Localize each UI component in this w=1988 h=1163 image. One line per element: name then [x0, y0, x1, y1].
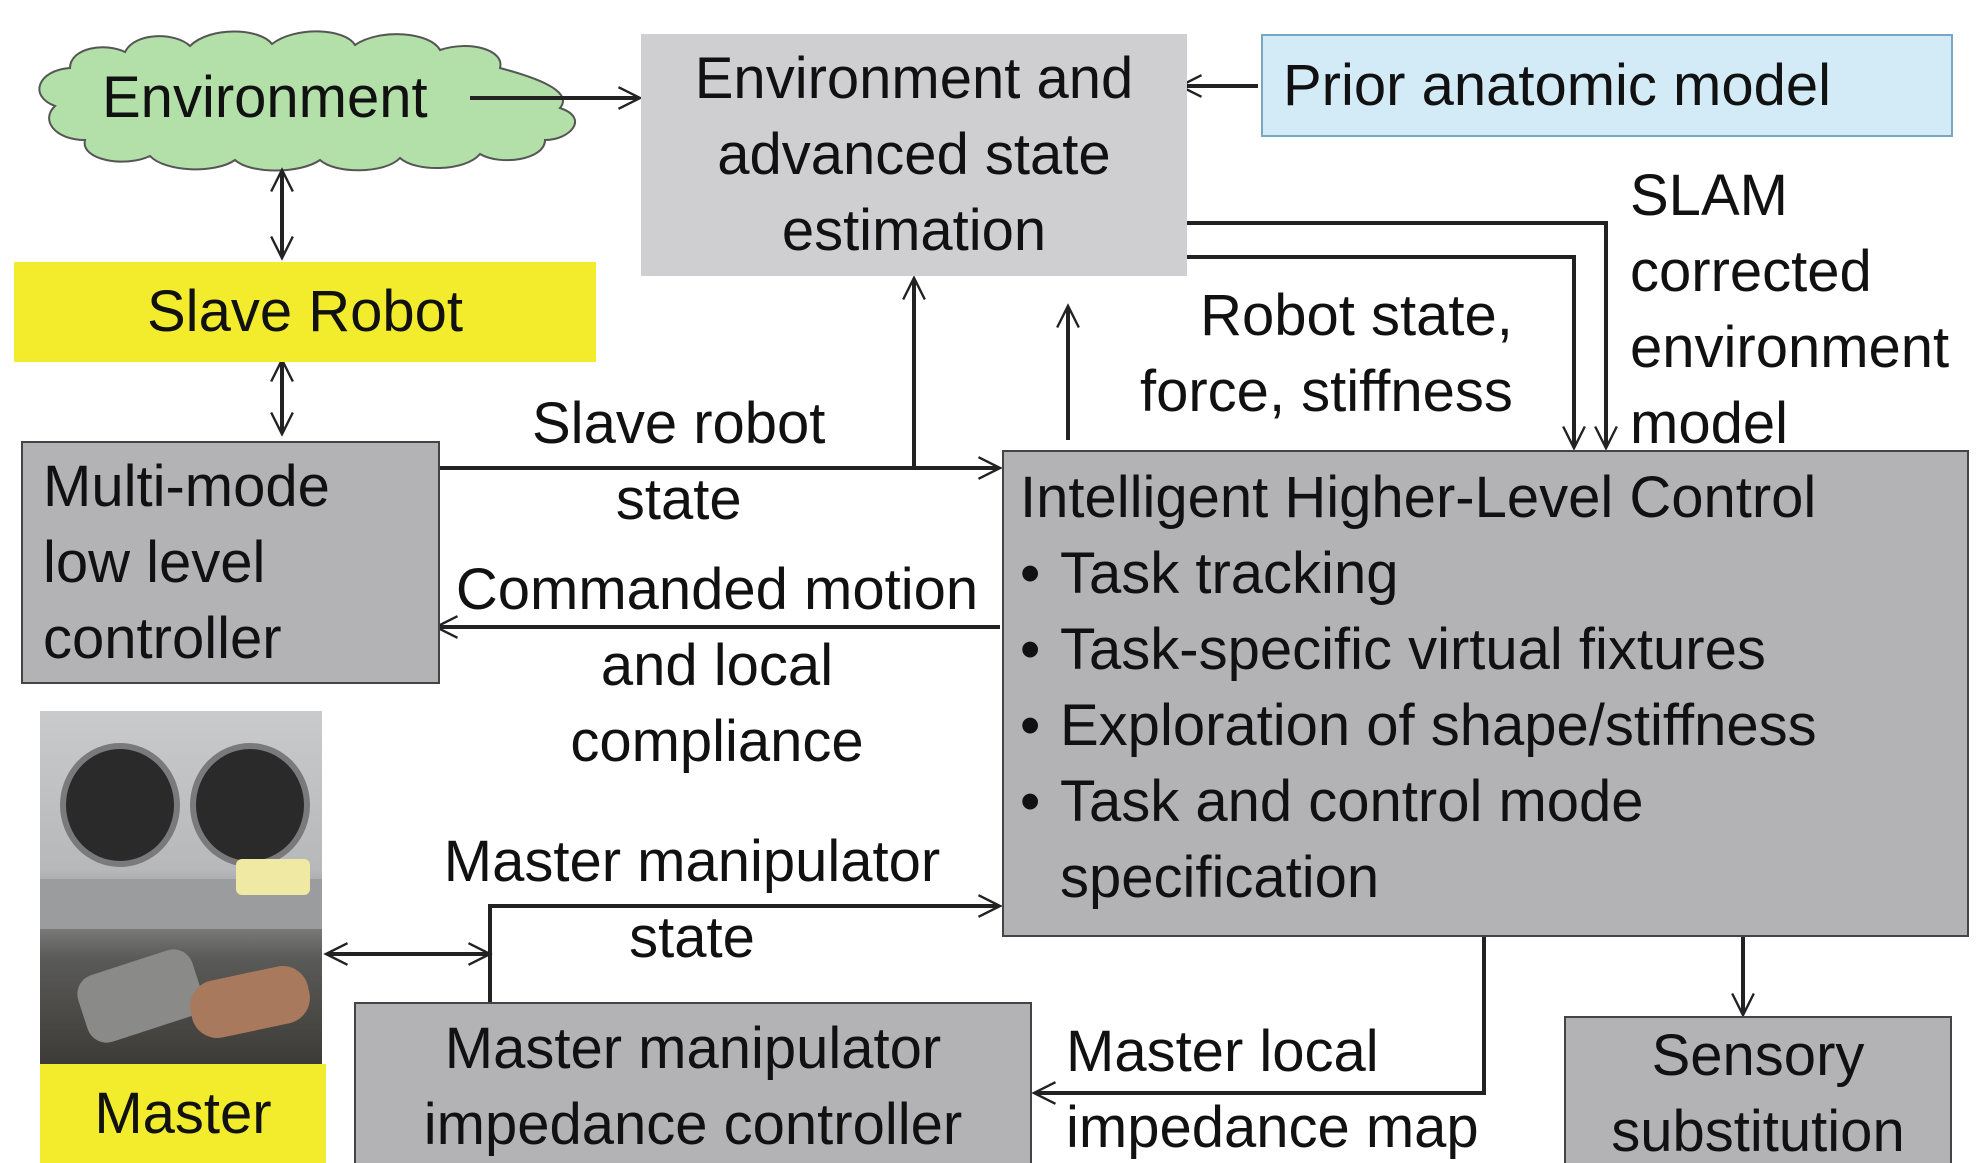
edge-label-line: impedance map [1066, 1095, 1479, 1160]
bullet-text: Task-specific virtual fixtures [1060, 617, 1766, 682]
bullet-glyph: • [1020, 769, 1041, 834]
estimation-label-line: advanced state [717, 122, 1111, 187]
prior-anatomic-model-node: Prior anatomic model [1261, 34, 1953, 137]
low-level-label-line: Multi-mode [43, 453, 330, 519]
edge-label-line: corrected [1630, 239, 1872, 304]
impedance-controller-label-line: impedance controller [423, 1091, 963, 1157]
edge-label-robot-state: Robot state, force, stiffness [1140, 278, 1513, 430]
environment-cloud-shape [38, 30, 576, 172]
bullet-glyph: • [1020, 541, 1041, 606]
arrow-slam-to-higher-level [1186, 221, 1606, 446]
master-label: Master [94, 1080, 272, 1146]
edge-label-line: SLAM [1630, 163, 1788, 228]
impedance-controller-label-line: Master manipulator [444, 1015, 942, 1081]
arrow-master-state-to-higher-level [488, 906, 998, 1002]
edge-label-line: state [615, 467, 742, 532]
edge-label-line: force, stiffness [1140, 359, 1513, 424]
master-node: Master [40, 1064, 326, 1163]
bullet-text: Exploration of shape/stiffness [1060, 693, 1817, 758]
edge-label-line: and local [600, 633, 834, 698]
higher-level-control-node: Intelligent Higher-Level Control • Task … [1002, 450, 1969, 937]
eyepiece-right-icon [190, 743, 310, 867]
edge-label-line: compliance [570, 709, 864, 774]
edge-label-line: Commanded motion [455, 557, 979, 622]
bullet-text: Task and control mode [1060, 769, 1644, 834]
master-console-photo [40, 711, 322, 1064]
bullet-item: • Task-specific virtual fixtures [1020, 612, 1967, 688]
bullet-item: • Exploration of shape/stiffness [1020, 688, 1967, 764]
low-level-label-line: controller [43, 605, 282, 671]
estimation-label-line: estimation [781, 198, 1047, 263]
sensory-substitution-node: Sensory substitution [1564, 1016, 1952, 1163]
edge-label-local-impedance: Master local impedance map [1066, 1014, 1479, 1163]
higher-level-bullets: • Task tracking • Task-specific virtual … [1020, 536, 1967, 916]
sensory-label-line: substitution [1611, 1098, 1905, 1163]
low-level-label-line: low level [43, 529, 266, 595]
environment-node: Environment [102, 60, 428, 136]
edge-label-line: Master manipulator [443, 829, 941, 894]
impedance-controller-node: Master manipulator impedance controller [354, 1002, 1032, 1163]
edge-label-slam: SLAM corrected environment model [1630, 158, 1949, 462]
slave-robot-node: Slave Robot [14, 262, 596, 362]
edge-label-slave-state: Slave robot state [532, 386, 825, 538]
arrow-robot-state-to-higher-level [1182, 255, 1574, 446]
estimation-node: Environment and advanced state estimatio… [641, 34, 1187, 276]
edge-label-line: environment [1630, 315, 1950, 380]
eyepiece-left-icon [60, 743, 180, 867]
edge-label-line: model [1630, 391, 1788, 456]
prior-anatomic-model-label: Prior anatomic model [1283, 52, 1831, 118]
edge-label-commanded-motion: Commanded motion and local compliance [432, 552, 1002, 780]
sensory-label-line: Sensory [1651, 1022, 1865, 1088]
edge-label-line: Robot state, [1200, 283, 1513, 348]
edge-label-line: state [629, 905, 755, 970]
arrow-local-impedance-map [1036, 937, 1486, 1093]
estimation-label-line: Environment and [694, 46, 1134, 111]
bullet-glyph: • [1020, 693, 1041, 758]
bullet-glyph: • [1020, 617, 1041, 682]
edge-label-line: Master local [1066, 1019, 1379, 1084]
bullet-text: Task tracking [1060, 541, 1399, 606]
bullet-text: specification [1060, 845, 1380, 910]
higher-level-title: Intelligent Higher-Level Control [1020, 465, 1817, 530]
edge-label-master-state: Master manipulator state [412, 824, 972, 976]
bullet-item: • Task and control mode specification [1020, 764, 1967, 916]
slave-robot-label: Slave Robot [147, 279, 463, 344]
environment-label: Environment [102, 65, 428, 130]
low-level-controller-node: Multi-mode low level controller [21, 441, 440, 684]
edge-label-line: Slave robot [532, 391, 826, 456]
bullet-item: • Task tracking [1020, 536, 1967, 612]
